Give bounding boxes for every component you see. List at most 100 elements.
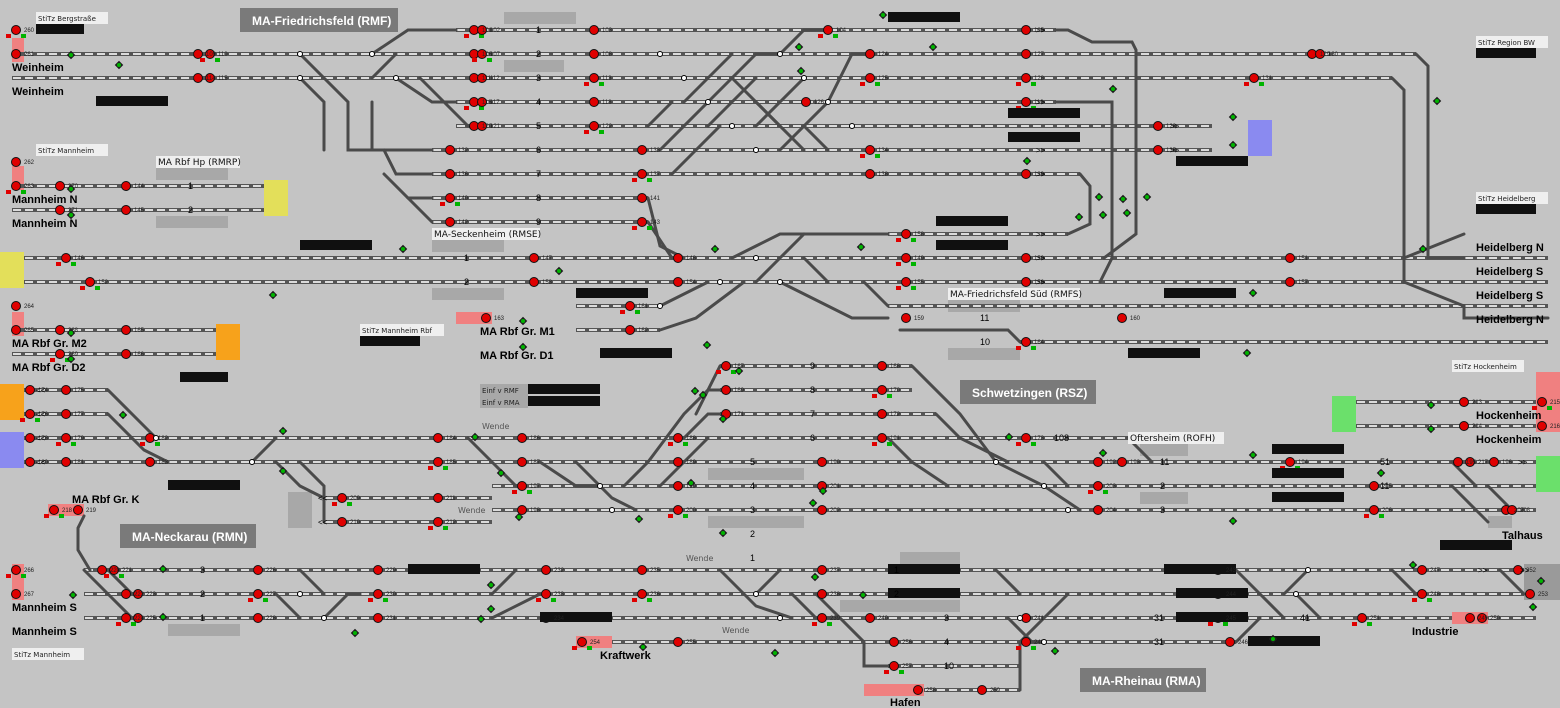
switch-node[interactable] <box>297 591 303 597</box>
signal-lamp-red[interactable] <box>373 565 383 575</box>
signal-lamp-red[interactable] <box>877 361 887 371</box>
signal[interactable] <box>61 457 71 467</box>
signal[interactable] <box>812 613 832 627</box>
station-heidelberg-n-2[interactable]: Heidelberg N <box>1476 314 1544 326</box>
signal[interactable] <box>1417 565 1427 575</box>
route-block[interactable] <box>1164 288 1236 298</box>
signal[interactable] <box>637 565 647 575</box>
shunt-signal[interactable] <box>518 342 528 352</box>
switch-node[interactable] <box>825 99 831 105</box>
shunt-signal[interactable] <box>1248 288 1258 298</box>
signal[interactable] <box>61 385 71 395</box>
signal-lamp-red[interactable] <box>637 145 647 155</box>
zone-rbf-hp[interactable] <box>264 180 288 216</box>
signal[interactable] <box>668 505 688 519</box>
signal-lamp-red[interactable] <box>481 313 491 323</box>
shunt-signal[interactable] <box>1142 192 1152 202</box>
route-block[interactable] <box>408 564 480 574</box>
signal-lamp-red[interactable] <box>373 589 383 599</box>
signal-lamp-red[interactable] <box>121 349 131 359</box>
signal-lamp-red[interactable] <box>55 349 65 359</box>
switch-node[interactable] <box>849 123 855 129</box>
shunt-signal[interactable] <box>928 42 938 52</box>
signal[interactable] <box>56 433 76 447</box>
station-mannheim-n-2[interactable]: Mannheim N <box>12 218 77 230</box>
signal-lamp-red[interactable] <box>477 121 487 131</box>
zone-west-2[interactable] <box>0 384 24 420</box>
signal[interactable] <box>6 25 26 39</box>
shunt-signal[interactable] <box>66 50 76 60</box>
signal-lamp-red[interactable] <box>1021 337 1031 347</box>
zone-west-3[interactable] <box>0 432 24 468</box>
signal-lamp-red[interactable] <box>1249 73 1259 83</box>
signal[interactable] <box>896 253 916 267</box>
switch-node[interactable] <box>681 75 687 81</box>
signal-lamp-red[interactable] <box>877 409 887 419</box>
shunt-signal[interactable] <box>486 604 496 614</box>
signal[interactable] <box>673 277 683 287</box>
signal-lamp-red[interactable] <box>721 361 731 371</box>
signal-lamp-red[interactable] <box>55 325 65 335</box>
signal[interactable] <box>1016 337 1036 351</box>
signal-lamp-red[interactable] <box>25 457 35 467</box>
station-mannheim-s-1[interactable]: Mannheim S <box>12 602 77 614</box>
signal-lamp-red[interactable] <box>1021 49 1031 59</box>
signal[interactable] <box>20 409 40 423</box>
signal-lamp-red[interactable] <box>477 97 487 107</box>
signal-lamp-red[interactable] <box>25 409 35 419</box>
shunt-signal[interactable] <box>1228 140 1238 150</box>
signal[interactable] <box>620 301 640 315</box>
signal[interactable] <box>872 433 892 447</box>
signal-lamp-red[interactable] <box>673 481 683 491</box>
signal[interactable] <box>632 169 652 183</box>
signal-lamp-red[interactable] <box>1225 637 1235 647</box>
station-hafen[interactable]: Hafen <box>890 697 921 708</box>
shunt-signal[interactable] <box>278 466 288 476</box>
signal[interactable] <box>913 685 923 695</box>
switch-node[interactable] <box>297 51 303 57</box>
signal[interactable] <box>50 349 70 363</box>
signal-lamp-red[interactable] <box>477 49 487 59</box>
signal[interactable] <box>133 589 143 599</box>
signal-lamp-red[interactable] <box>1021 433 1031 443</box>
signal[interactable] <box>1465 457 1475 467</box>
signal-lamp-red[interactable] <box>133 613 143 623</box>
signal[interactable] <box>1117 313 1127 323</box>
signal-lamp-red[interactable] <box>1021 73 1031 83</box>
shunt-signal[interactable] <box>858 590 868 600</box>
signal-lamp-red[interactable] <box>25 385 35 395</box>
shunt-signal[interactable] <box>686 478 696 488</box>
signal[interactable] <box>818 25 838 39</box>
shunt-signal[interactable] <box>1098 210 1108 220</box>
signal-lamp-red[interactable] <box>193 73 203 83</box>
shunt-signal[interactable] <box>68 590 78 600</box>
signal-lamp-red[interactable] <box>901 229 911 239</box>
signal-lamp-red[interactable] <box>637 193 647 203</box>
shunt-signal[interactable] <box>1050 646 1060 656</box>
route-block[interactable] <box>1272 492 1344 502</box>
signal[interactable] <box>517 505 527 515</box>
signal-lamp-red[interactable] <box>1093 457 1103 467</box>
signal-lamp-red[interactable] <box>1537 421 1547 431</box>
signal-lamp-red[interactable] <box>373 613 383 623</box>
signal-lamp-red[interactable] <box>517 433 527 443</box>
signal[interactable] <box>477 121 487 131</box>
signal-lamp-red[interactable] <box>673 637 683 647</box>
signal-lamp-red[interactable] <box>1285 253 1295 263</box>
signal[interactable] <box>373 613 383 623</box>
shunt-signal[interactable] <box>734 366 744 376</box>
signal-lamp-red[interactable] <box>1117 457 1127 467</box>
signal[interactable] <box>1364 505 1384 519</box>
signal[interactable] <box>1315 49 1325 59</box>
shunt-signal[interactable] <box>1432 96 1442 106</box>
signal-lamp-red[interactable] <box>673 277 683 287</box>
station-mannheim-s-2[interactable]: Mannheim S <box>12 626 77 638</box>
signal[interactable] <box>25 385 35 395</box>
signal-lamp-red[interactable] <box>1021 253 1031 263</box>
route-block[interactable] <box>1272 468 1344 478</box>
signal[interactable] <box>977 685 987 695</box>
signal[interactable] <box>477 97 487 107</box>
signal-lamp-red[interactable] <box>865 145 875 155</box>
signal[interactable] <box>721 385 731 395</box>
signal[interactable] <box>1465 613 1475 623</box>
